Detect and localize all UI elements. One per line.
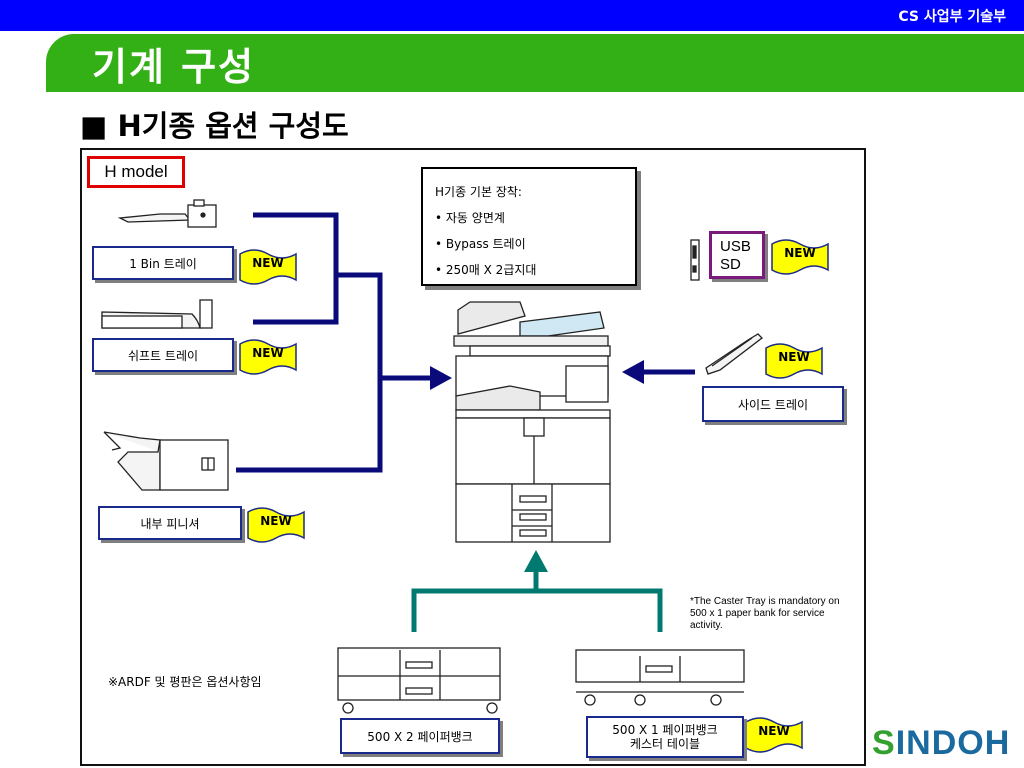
page-title: 기계 구성 xyxy=(92,45,256,89)
base-equipment-box: H기종 기본 장착: • 자동 양면계 • Bypass 트레이 • 250매 … xyxy=(421,167,637,286)
sd-text: SD xyxy=(720,256,741,273)
usb-text: USB xyxy=(720,238,751,255)
arrow-to-machine-bottom xyxy=(524,550,548,572)
arrow-to-machine-left xyxy=(430,366,452,390)
arrow-to-machine-right xyxy=(622,360,644,384)
top-bar xyxy=(0,0,1024,31)
base-equipment-heading: H기종 기본 장착: xyxy=(435,185,522,199)
logo-first-letter: S xyxy=(872,724,896,762)
option-label-shift-tray: 쉬프트 트레이 xyxy=(92,338,234,372)
new-badge-bin-tray: NEW xyxy=(252,256,284,270)
copier-drawing xyxy=(453,301,611,543)
logo-rest: INDOH xyxy=(895,724,1011,762)
option-label-side-tray: 사이드 트레이 xyxy=(702,386,844,422)
option-label-finisher: 내부 피니셔 xyxy=(98,506,242,540)
new-badge-finisher: NEW xyxy=(260,514,292,528)
connector-bottom xyxy=(411,568,663,632)
paper-bank-1-drawing xyxy=(575,649,745,706)
shift-tray-drawing xyxy=(101,299,213,329)
finisher-drawing xyxy=(103,431,229,491)
sindoh-logo: SINDOH xyxy=(872,724,1010,763)
new-badge-usb-sd: NEW xyxy=(784,246,816,260)
option-label-usb-sd: USB SD xyxy=(709,231,765,279)
paper-bank-1-line1: 500 X 1 페이퍼뱅크 xyxy=(612,723,718,737)
base-equipment-item: • 250매 X 2급지대 xyxy=(435,263,537,277)
side-tray-drawing xyxy=(705,333,763,375)
option-label-paper-bank-1: 500 X 1 페이퍼뱅크 케스터 테이블 xyxy=(586,716,744,758)
department-label: CS 사업부 기술부 xyxy=(898,9,1006,25)
new-badge-side-tray: NEW xyxy=(778,350,810,364)
base-equipment-item: • 자동 양면계 xyxy=(435,211,505,225)
paper-bank-1-line2: 케스터 테이블 xyxy=(629,737,701,751)
page-subtitle: ■ H기종 옵션 구성도 xyxy=(80,109,349,143)
bin-tray-drawing xyxy=(117,199,217,228)
base-equipment-item: • Bypass 트레이 xyxy=(435,237,526,251)
paper-bank-2-drawing xyxy=(337,647,501,714)
usb-sd-device-icon xyxy=(690,239,700,281)
ardf-note: ※ARDF 및 평판은 옵션사항임 xyxy=(108,675,262,689)
new-badge-paper-bank-1: NEW xyxy=(758,724,790,738)
connector-left xyxy=(236,212,432,473)
new-badge-shift-tray: NEW xyxy=(252,346,284,360)
caster-tray-note: *The Caster Tray is mandatory on 500 x 1… xyxy=(690,596,840,631)
model-label: H model xyxy=(87,156,185,188)
title-bar xyxy=(46,34,1024,92)
option-label-paper-bank-2: 500 X 2 페이퍼뱅크 xyxy=(340,718,500,754)
option-label-bin-tray: 1 Bin 트레이 xyxy=(92,246,234,280)
